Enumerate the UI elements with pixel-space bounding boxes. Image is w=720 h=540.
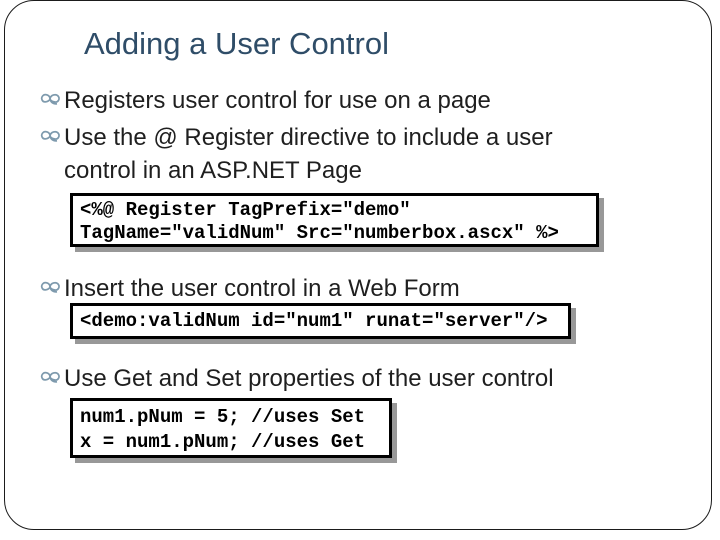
bullet-text: Use Get and Set properties of the user c…	[64, 365, 554, 392]
vine-bullet-icon	[38, 91, 63, 107]
code-box-register-directive: <%@ Register TagPrefix="demo" TagName="v…	[70, 193, 599, 247]
vine-bullet-icon	[38, 279, 63, 295]
code-box-web-form-tag: <demo:validNum id="num1" runat="server"/…	[70, 303, 571, 339]
slide-title: Adding a User Control	[84, 26, 389, 61]
code-line: <%@ Register TagPrefix="demo"	[80, 199, 411, 221]
vine-bullet-icon	[38, 369, 63, 385]
code-line: <demo:validNum id="num1" runat="server"/…	[80, 310, 548, 332]
vine-bullet-icon	[38, 128, 63, 144]
code-box-get-set-example: num1.pNum = 5; //uses Set x = num1.pNum;…	[70, 398, 392, 458]
bullet-text: Use the @ Register directive to include …	[64, 124, 553, 184]
bullet-item-register-directive: Use the @ Register directive to include …	[38, 121, 622, 187]
code-line: TagName="validNum" Src="numberbox.ascx" …	[80, 222, 559, 244]
bullet-text: Registers user control for use on a page	[64, 87, 491, 114]
bullet-text: Insert the user control in a Web Form	[64, 275, 460, 302]
bullet-item-get-set-properties: Use Get and Set properties of the user c…	[38, 362, 622, 395]
bullet-item-insert-control: Insert the user control in a Web Form	[38, 272, 622, 305]
code-line: x = num1.pNum; //uses Get	[80, 431, 366, 453]
code-line: num1.pNum = 5; //uses Set	[80, 406, 366, 428]
bullet-item-registers: Registers user control for use on a page	[38, 84, 622, 117]
